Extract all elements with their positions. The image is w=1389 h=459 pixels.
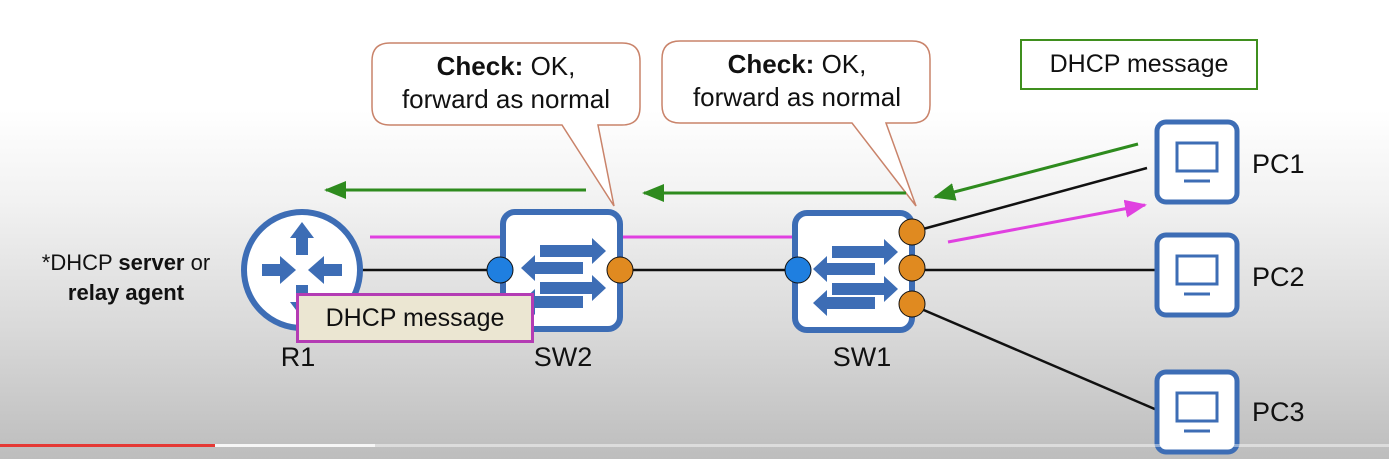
port-sw1-pc2 xyxy=(898,254,926,282)
cable-sw1-pc3 xyxy=(911,303,1158,412)
check-bubble-sw1-text: Check: OK, forward as normal xyxy=(662,48,932,114)
label-pc2: PC2 xyxy=(1252,262,1305,292)
check-bubble-sw2-text: Check: OK, forward as normal xyxy=(372,50,640,116)
label-sw1: SW1 xyxy=(833,342,892,372)
label-pc3: PC3 xyxy=(1252,397,1305,427)
cables xyxy=(362,166,1158,412)
check-result: OK, xyxy=(523,51,576,81)
monitor-icon xyxy=(1175,254,1219,296)
label-sw2: SW2 xyxy=(534,342,593,372)
switch-sw1 xyxy=(792,210,915,333)
check-bubble-sw1 xyxy=(661,40,931,207)
server-note-server: server xyxy=(118,250,185,275)
pc-3 xyxy=(1154,369,1240,455)
port-sw1-pc3 xyxy=(898,290,926,318)
port-sw1-trusted xyxy=(784,256,812,284)
port-sw1-pc1 xyxy=(898,218,926,246)
server-note-or: or xyxy=(184,250,211,275)
server-note-prefix: *DHCP xyxy=(41,250,119,275)
label-pc1: PC1 xyxy=(1252,149,1305,179)
check-action: forward as normal xyxy=(692,82,902,112)
check-result: OK, xyxy=(814,49,867,79)
switch-arrows-icon xyxy=(813,239,898,316)
server-note-relay: relay agent xyxy=(67,280,185,305)
dhcp-message-legend: DHCP message xyxy=(1020,39,1258,90)
forward-arrow-from-pc1 xyxy=(933,142,1139,201)
port-sw2-trusted xyxy=(486,256,514,284)
check-action: forward as normal xyxy=(401,84,611,114)
server-note: *DHCP server or relay agent xyxy=(20,248,232,308)
pc-1 xyxy=(1154,119,1240,205)
check-label: Check: xyxy=(727,49,815,79)
port-sw2-untrusted xyxy=(606,256,634,284)
pc-2 xyxy=(1154,232,1240,318)
video-progress-track xyxy=(0,444,1389,447)
video-progress-played xyxy=(0,444,216,447)
check-bubble-sw2 xyxy=(371,42,641,207)
dhcp-path-arrow-sw1-pc1 xyxy=(947,199,1147,244)
dhcp-message-packet: DHCP message xyxy=(296,293,534,343)
cable-sw1-pc1 xyxy=(911,166,1148,234)
check-label: Check: xyxy=(436,51,524,81)
switch-arrows-icon xyxy=(521,238,606,315)
label-r1: R1 xyxy=(281,342,316,372)
monitor-icon xyxy=(1175,391,1219,433)
monitor-icon xyxy=(1175,141,1219,183)
video-progress-bar[interactable] xyxy=(0,442,1389,448)
